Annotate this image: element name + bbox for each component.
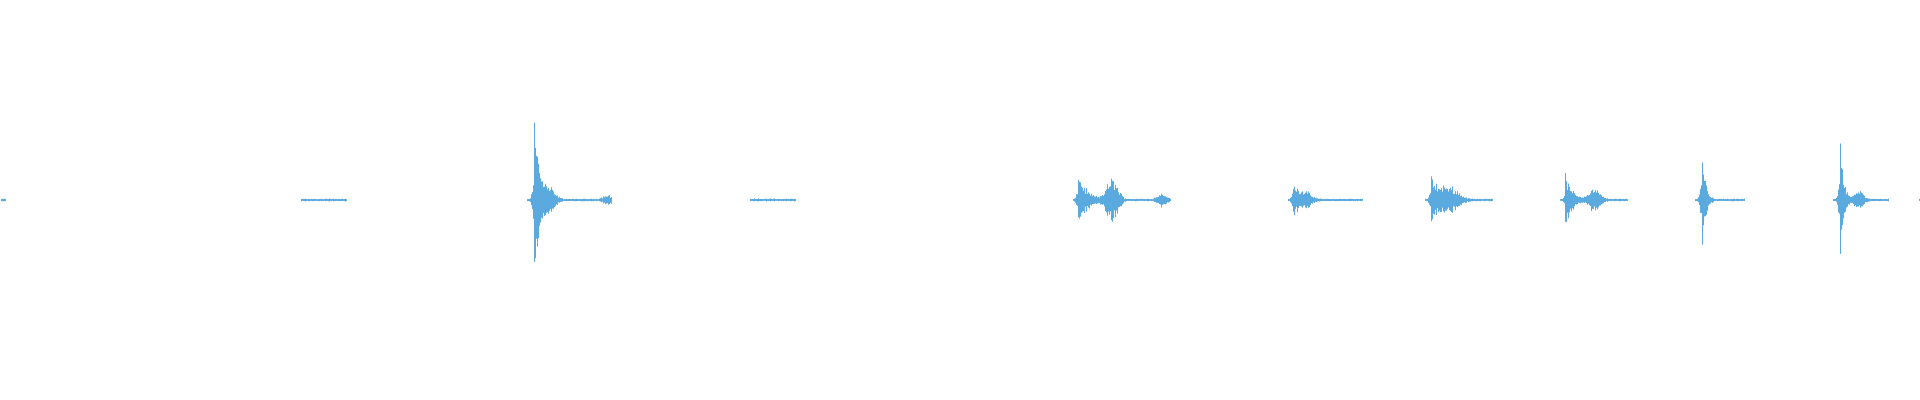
waveform-bars bbox=[1, 122, 1920, 262]
